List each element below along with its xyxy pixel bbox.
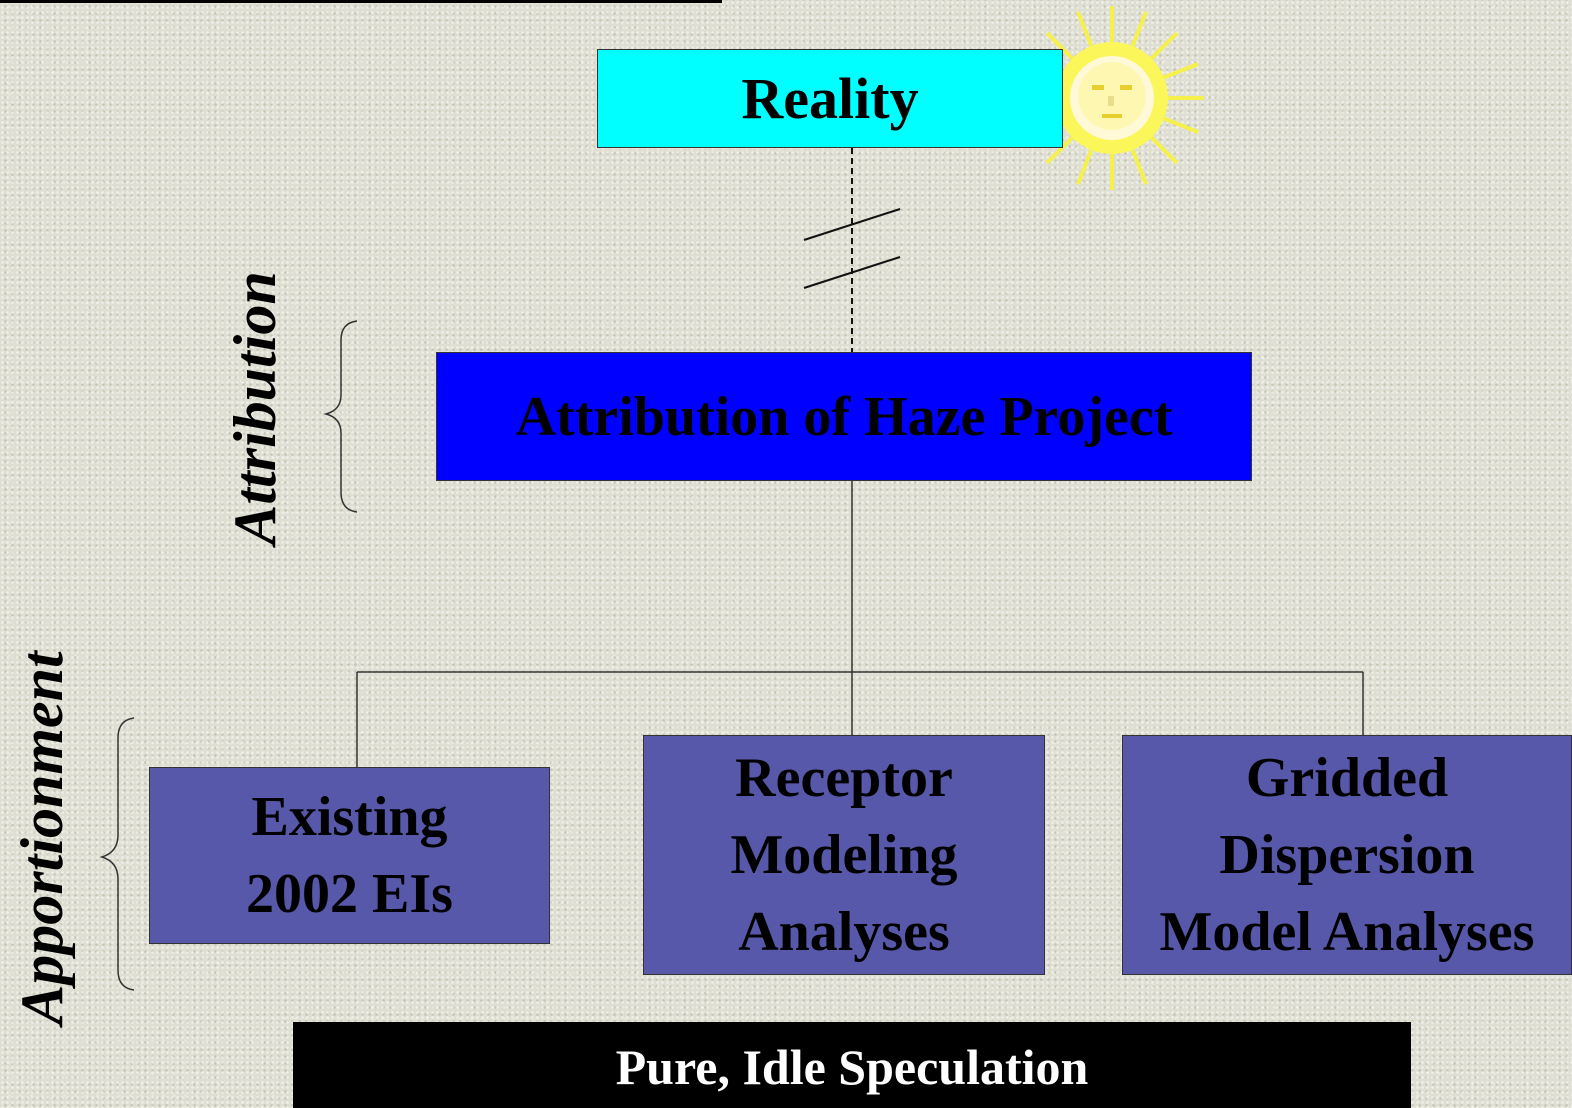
reality-box: Reality — [597, 49, 1063, 148]
gridded-dispersion-box: Gridded Dispersion Model Analyses — [1122, 735, 1572, 975]
existing-eis-box: Existing 2002 EIs — [149, 767, 550, 944]
existing-line-1: Existing — [251, 785, 448, 848]
gridded-line-3: Model Analyses — [1159, 900, 1535, 963]
existing-line-2: 2002 EIs — [246, 862, 453, 925]
top-rule — [0, 0, 722, 3]
receptor-line-2: Modeling — [730, 823, 958, 886]
attribution-side-label: Attribution — [222, 271, 288, 545]
receptor-line-3: Analyses — [738, 900, 950, 963]
receptor-line-1: Receptor — [735, 746, 953, 809]
gridded-line-2: Dispersion — [1219, 823, 1475, 886]
apportionment-side-label: Apportionment — [9, 651, 75, 1025]
receptor-modeling-box: Receptor Modeling Analyses — [643, 735, 1045, 975]
gridded-line-1: Gridded — [1245, 746, 1449, 809]
break-symbol-icon — [803, 208, 901, 289]
reality-label: Reality — [741, 66, 919, 131]
apportionment-brace — [99, 717, 135, 991]
speculation-bar: Pure, Idle Speculation — [293, 1022, 1411, 1108]
speculation-label: Pure, Idle Speculation — [615, 1039, 1089, 1095]
attribution-brace — [323, 320, 358, 513]
sun-icon — [1020, 6, 1204, 190]
attribution-project-label: Attribution of Haze Project — [515, 385, 1173, 448]
attribution-project-box: Attribution of Haze Project — [436, 352, 1252, 481]
